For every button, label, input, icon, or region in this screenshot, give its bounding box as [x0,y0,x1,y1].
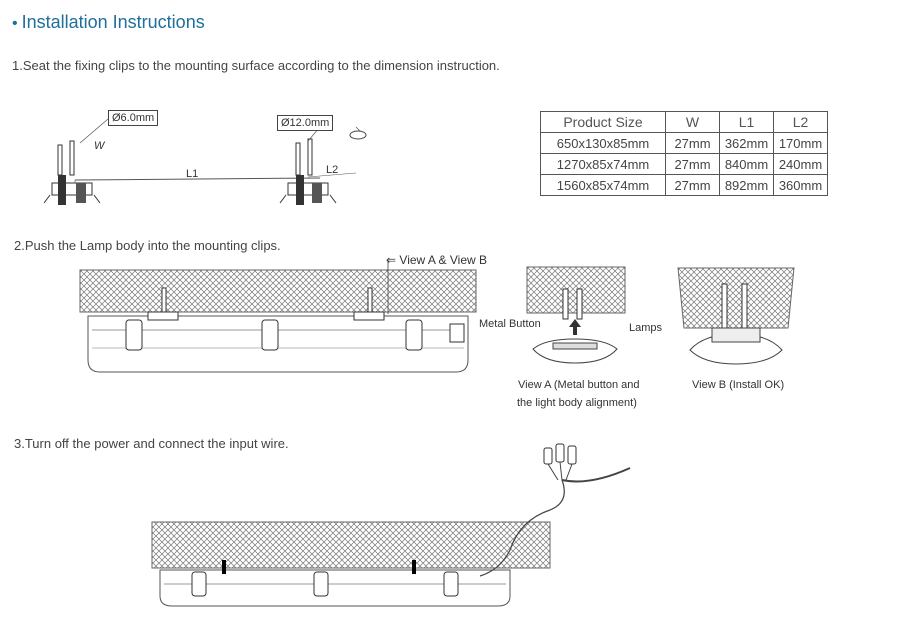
cell-size: 650x130x85mm [540,132,666,154]
step-1-text: 1.Seat the fixing clips to the mounting … [12,58,500,73]
cell-w: 27mm [665,174,720,196]
cell-l1: 362mm [719,132,774,154]
cell-l1: 840mm [719,153,774,175]
l1-dimension-label: L1 [186,168,199,180]
clip-dimension-diagram [43,118,367,205]
cell-w: 27mm [665,153,720,175]
view-b-caption: View B (Install OK) [692,379,785,391]
page-title-text: Installation Instructions [21,12,205,32]
hole-large-label: Ø12.0mm [277,115,334,131]
table-row: 650x130x85mm 27mm 362mm 170mm [540,132,828,154]
step-3-text: 3.Turn off the power and connect the inp… [14,436,289,451]
table-header-row: Product Size W L1 L2 [540,111,828,133]
right-clip-icon [279,138,337,205]
cell-w: 27mm [665,132,720,154]
cell-l2: 240mm [773,153,828,175]
view-a-caption-line1: View A (Metal button and [518,379,640,391]
cell-size: 1270x85x74mm [540,153,666,175]
lamp-mounting-diagram [79,260,477,373]
bullet-icon: • [12,15,18,32]
view-b-diagram [677,267,795,365]
wire-connection-diagram [151,443,631,607]
view-a-diagram [526,266,626,364]
view-pointer-label: ⇐ View A & View B [386,253,487,267]
cell-l2: 170mm [773,132,828,154]
view-pointer-text: View A & View B [399,253,488,267]
cell-l2: 360mm [773,174,828,196]
table-row: 1560x85x74mm 27mm 892mm 360mm [540,174,828,196]
page-title: •Installation Instructions [12,12,205,33]
cell-l1: 892mm [719,174,774,196]
l2-dimension-label: L2 [326,164,339,176]
cell-size: 1560x85x74mm [540,174,666,196]
product-size-table: Product Size W L1 L2 650x130x85mm 27mm 3… [540,111,828,196]
table-row: 1270x85x74mm 27mm 840mm 240mm [540,153,828,175]
header-w: W [665,111,720,133]
view-a-caption-line2: the light body alignment) [517,397,637,409]
left-clip-icon [43,140,101,205]
header-l1: L1 [719,111,774,133]
step-2-text: 2.Push the Lamp body into the mounting c… [14,238,281,253]
header-l2: L2 [773,111,828,133]
w-dimension-label: W [94,140,105,152]
arrow-left-icon: ⇐ [386,253,397,267]
lamps-label: Lamps [629,322,663,334]
header-product-size: Product Size [540,111,666,133]
metal-button-label: Metal Button [479,318,541,330]
hole-small-label: Ø6.0mm [108,110,159,126]
